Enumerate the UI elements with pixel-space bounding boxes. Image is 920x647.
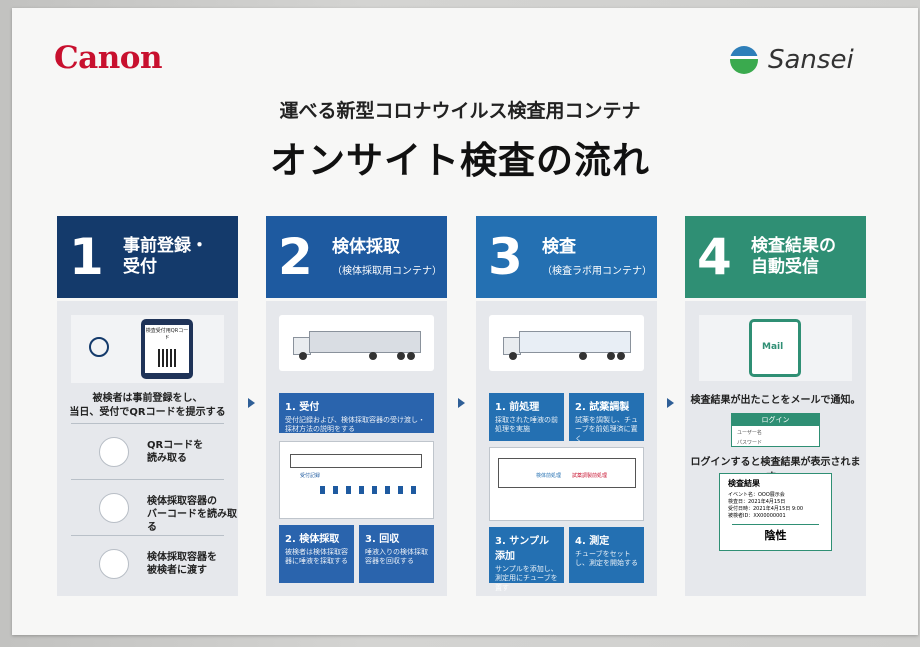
step-1-body: 検査受付用QRコード 被検者は事前登録をし、 当日、受付でQRコードを提示する … xyxy=(57,301,238,596)
container-floor-plan: 受付記録 xyxy=(279,441,434,519)
mail-illustration: Mail xyxy=(699,315,852,381)
verdict-negative: 陰性 xyxy=(732,524,819,543)
divider xyxy=(71,423,224,424)
lab-floor-plan: 検体前処理 試薬調製前処理 xyxy=(489,447,644,521)
phone-qr-label: 検査受付用QRコード xyxy=(145,328,189,341)
step-2-subtitle: （検体採取用コンテナ） xyxy=(332,265,442,277)
truck-illustration xyxy=(279,315,434,371)
phone-icon: Mail xyxy=(749,319,801,377)
sansei-logo-text: Sansei xyxy=(768,45,854,75)
step-1-desc-2: 当日、受付でQRコードを提示する xyxy=(69,407,226,418)
lab-truck-illustration xyxy=(489,315,644,371)
qr-code-icon xyxy=(158,349,176,367)
step-3-subtitle: （検査ラボ用コンテナ） xyxy=(542,265,652,277)
step-3-title: 検査 xyxy=(542,237,576,258)
step-1-desc: 被検者は事前登録をし、 xyxy=(92,393,203,404)
step-1-column: 1 事前登録・ 受付 検査受付用QRコード 被検者は事前登録をし、 当日、受付で… xyxy=(57,216,238,596)
reception-illustration: 検査受付用QRコード xyxy=(71,315,224,383)
step-1-title-line2: 受付 xyxy=(123,257,157,277)
sansei-logo-group: Sansei xyxy=(730,45,854,75)
result-card: 検査結果 イベント名：OOO展示会 検査日：2021年4月15日 受付日時：20… xyxy=(719,473,832,551)
step-1-title: 事前登録・ xyxy=(123,235,208,256)
step-4-title: 検査結果の xyxy=(751,235,836,256)
step-1-number: 1 xyxy=(69,228,104,286)
step-2-box-3: 3. 回収唾液入りの検体採取容器を回収する xyxy=(359,525,434,583)
step-4-body: Mail 検査結果が出たことをメールで通知。 ログイン ユーザー名 パスワード … xyxy=(685,301,866,596)
step-2-title: 検体採取 xyxy=(332,237,400,258)
row-2-text: 検体採取容器のバーコードを読み取る xyxy=(147,496,237,533)
step-4-number: 4 xyxy=(697,228,732,286)
step-3-header: 3 検査 （検査ラボ用コンテナ） xyxy=(476,216,657,298)
lab-plan-label-1: 検体前処理 xyxy=(536,473,562,479)
step-3-body: 1. 前処理採取された唾液の前処理を実施 2. 試薬調製試薬を調製し、チューブを… xyxy=(476,301,657,596)
sansei-logo-icon xyxy=(730,46,758,74)
divider xyxy=(71,479,224,480)
step-4-title-line2: 自動受信 xyxy=(751,257,819,277)
step-4-desc: 検査結果が出たことをメールで通知。 xyxy=(690,395,861,406)
step-2-body: 1. 受付受付記録および、検体採取容器の受け渡し・採材方法の説明をする 受付記録… xyxy=(266,301,447,596)
step-3-column: 3 検査 （検査ラボ用コンテナ） 1. 前処理採取された唾液の前処理を実施 2.… xyxy=(476,216,657,596)
step-4-column: 4 検査結果の 自動受信 Mail 検査結果が出たことをメールで通知。 ログイン… xyxy=(685,216,866,596)
step-3-box-1: 1. 前処理採取された唾液の前処理を実施 xyxy=(489,393,564,441)
step-2-number: 2 xyxy=(278,228,313,286)
mail-icon: Mail xyxy=(762,342,784,352)
step-2-column: 2 検体採取 （検体採取用コンテナ） 1. 受付受付記録および、検体採取容器の受… xyxy=(266,216,447,596)
poster-subtitle: 運べる新型コロナウイルス検査用コンテナ xyxy=(279,100,641,122)
arrow-right-icon xyxy=(248,398,255,408)
person-icon xyxy=(89,337,109,357)
step-3-box-4: 4. 測定チューブをセットし、測定を開始する xyxy=(569,527,644,583)
divider xyxy=(71,535,224,536)
handover-icon xyxy=(99,549,129,579)
row-1-text: QRコードを読み取る xyxy=(147,440,204,464)
phone-icon: 検査受付用QRコード xyxy=(141,319,193,379)
login-box: ログイン ユーザー名 パスワード xyxy=(731,413,820,447)
arrow-right-icon xyxy=(458,398,465,408)
step-3-number: 3 xyxy=(488,228,523,286)
step-2-header: 2 検体採取 （検体採取用コンテナ） xyxy=(266,216,447,298)
step-2-box-1: 1. 受付受付記録および、検体採取容器の受け渡し・採材方法の説明をする xyxy=(279,393,434,433)
step-4-header: 4 検査結果の 自動受信 xyxy=(685,216,866,298)
step-3-box-2: 2. 試薬調製試薬を調製し、チューブを前処理済に置く xyxy=(569,393,644,443)
arrow-right-icon xyxy=(667,398,674,408)
qr-scan-icon xyxy=(99,437,129,467)
floor-plan-label: 受付記録 xyxy=(300,473,321,479)
poster-title: オンサイト検査の流れ xyxy=(270,139,650,182)
barcode-scan-icon xyxy=(99,493,129,523)
step-1-header: 1 事前登録・ 受付 xyxy=(57,216,238,298)
canon-logo: Canon xyxy=(54,40,163,76)
step-2-box-2: 2. 検体採取被検者は検体採取容器に唾液を採取する xyxy=(279,525,354,583)
row-3-text: 検体採取容器を被検者に渡す xyxy=(147,552,217,576)
step-3-box-3: 3. サンプル添加サンプルを添加し、測定用にチューブを置す xyxy=(489,527,564,592)
lab-plan-label-2: 試薬調製前処理 xyxy=(572,473,608,479)
